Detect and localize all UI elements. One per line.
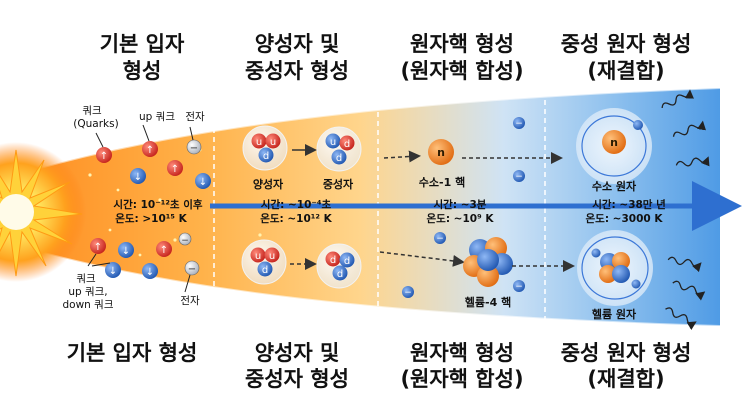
arrow-to-hydrogen-nucleus: [383, 150, 421, 163]
svg-text:d: d: [262, 265, 268, 276]
big-bang-burst: [0, 142, 86, 282]
quark-up-2: ↑: [142, 141, 158, 157]
svg-text:↓: ↓: [134, 172, 142, 183]
svg-text:↑: ↑: [171, 164, 179, 175]
svg-text:−: −: [404, 288, 412, 298]
svg-text:↓: ↓: [109, 266, 117, 277]
helium-atom: [577, 230, 653, 306]
quark-down-1: ↓: [130, 168, 146, 184]
label-electron-top: 전자: [185, 111, 205, 123]
label-helium-nucleus: 헬륨-4 핵: [465, 295, 511, 309]
time-stage4: 시간: ~38만 년: [592, 198, 666, 211]
label-up-quark: up 쿼크: [139, 111, 175, 123]
stage1-particles: ↑ ↑ ↓ ↑ ↓ − ↑ ↓ ↓ ↑ ↓ − −: [90, 139, 211, 279]
hydrogen-atom: n: [576, 108, 652, 184]
svg-text:d: d: [263, 151, 269, 162]
svg-text:n: n: [437, 146, 445, 159]
svg-text:d: d: [330, 255, 336, 266]
svg-text:↑: ↑: [94, 242, 102, 253]
svg-text:↑: ↑: [100, 151, 108, 162]
label-hydrogen-nucleus: 수소-1 핵: [419, 175, 465, 189]
quark-up-1: ↑: [96, 147, 112, 163]
quark-up-5: ↑: [156, 241, 172, 257]
heading-top-stage2: 양성자 및 중성자 형성: [245, 32, 349, 83]
heading-top-stage3: 원자핵 형성 (원자핵 합성): [400, 32, 524, 83]
time-stage3: 시간: ~3분: [434, 198, 487, 211]
svg-text:−: −: [188, 264, 196, 275]
time-stage2: 시간: ~10⁻⁴초: [261, 198, 332, 211]
electron-2: −: [184, 260, 200, 276]
stage3-electrons: − − − − −: [402, 117, 525, 298]
temp-stage3: 온도: ~10⁹ K: [427, 213, 495, 225]
heading-bottom-stage2: 양성자 및 중성자 형성: [245, 341, 349, 391]
neutron-top: u d d: [316, 126, 362, 172]
svg-text:u: u: [255, 251, 261, 262]
svg-text:−: −: [181, 236, 189, 246]
svg-text:d: d: [337, 269, 343, 280]
band-edge-top: [39, 87, 721, 169]
svg-text:−: −: [515, 119, 523, 129]
label-hydrogen-atom: 수소 원자: [592, 179, 637, 193]
label-neutron: 중성자: [323, 177, 354, 191]
stage1-pointers: [87, 124, 194, 293]
label-quarks-bottom-3: down 쿼크: [63, 299, 114, 311]
proton-bottom: u u d: [241, 239, 287, 285]
quark-down-3: ↓: [118, 242, 134, 258]
svg-text:↓: ↓: [146, 267, 154, 278]
quark-down-2: ↓: [195, 173, 211, 189]
svg-text:↓: ↓: [122, 246, 130, 257]
label-helium-atom: 헬륨 원자: [592, 307, 637, 321]
temp-stage2: 온도: ~10¹² K: [260, 213, 332, 225]
quark-down-5: ↓: [105, 262, 121, 278]
svg-text:−: −: [515, 282, 523, 292]
svg-text:d: d: [344, 139, 350, 150]
time-stage1: 시간: 10⁻¹²초 이후: [113, 198, 203, 211]
quark-up-3: ↑: [167, 160, 183, 176]
svg-text:u: u: [269, 251, 275, 262]
hydrogen-1-nucleus: n: [428, 139, 454, 165]
svg-text:↓: ↓: [199, 177, 207, 188]
svg-text:n: n: [610, 136, 618, 149]
label-quarks-bottom-1: 쿼크: [76, 273, 96, 285]
svg-text:d: d: [336, 153, 342, 164]
heading-top-stage1: 기본 입자 형성: [99, 32, 185, 83]
label-quarks-en: (Quarks): [73, 118, 118, 130]
svg-text:↑: ↑: [160, 245, 168, 256]
quark-up-4: ↑: [90, 238, 106, 254]
label-quarks-bottom-2: up 쿼크,: [68, 286, 107, 298]
label-electron-bottom: 전자: [180, 295, 200, 307]
electron-3: −: [178, 232, 192, 246]
heading-bottom-stage4: 중성 원자 형성 (재결합): [560, 341, 692, 391]
proton-top: u u d: [242, 125, 288, 171]
radiation-waves: [661, 89, 710, 331]
label-quarks-kr: 쿼크: [82, 105, 102, 117]
temp-stage4: 온도: ~3000 K: [586, 213, 664, 225]
label-proton: 양성자: [253, 177, 284, 191]
helium-4-nucleus: [463, 237, 513, 287]
temp-stage1: 온도: >10¹⁵ K: [115, 213, 187, 225]
svg-text:u: u: [330, 137, 336, 148]
electron-1: −: [186, 139, 202, 155]
quark-down-4: ↓: [142, 263, 158, 279]
svg-text:−: −: [436, 234, 444, 244]
svg-text:u: u: [256, 137, 262, 148]
neutron-bottom: d d d: [316, 243, 362, 289]
heading-top-stage4: 중성 원자 형성 (재결합): [560, 32, 692, 83]
svg-text:u: u: [270, 137, 276, 148]
svg-text:−: −: [190, 143, 198, 154]
heading-bottom-stage3: 원자핵 형성 (원자핵 합성): [400, 341, 524, 391]
svg-text:−: −: [515, 172, 523, 182]
svg-text:↑: ↑: [146, 145, 154, 156]
svg-text:d: d: [344, 256, 350, 267]
heading-bottom-stage1: 기본 입자 형성: [66, 341, 198, 365]
